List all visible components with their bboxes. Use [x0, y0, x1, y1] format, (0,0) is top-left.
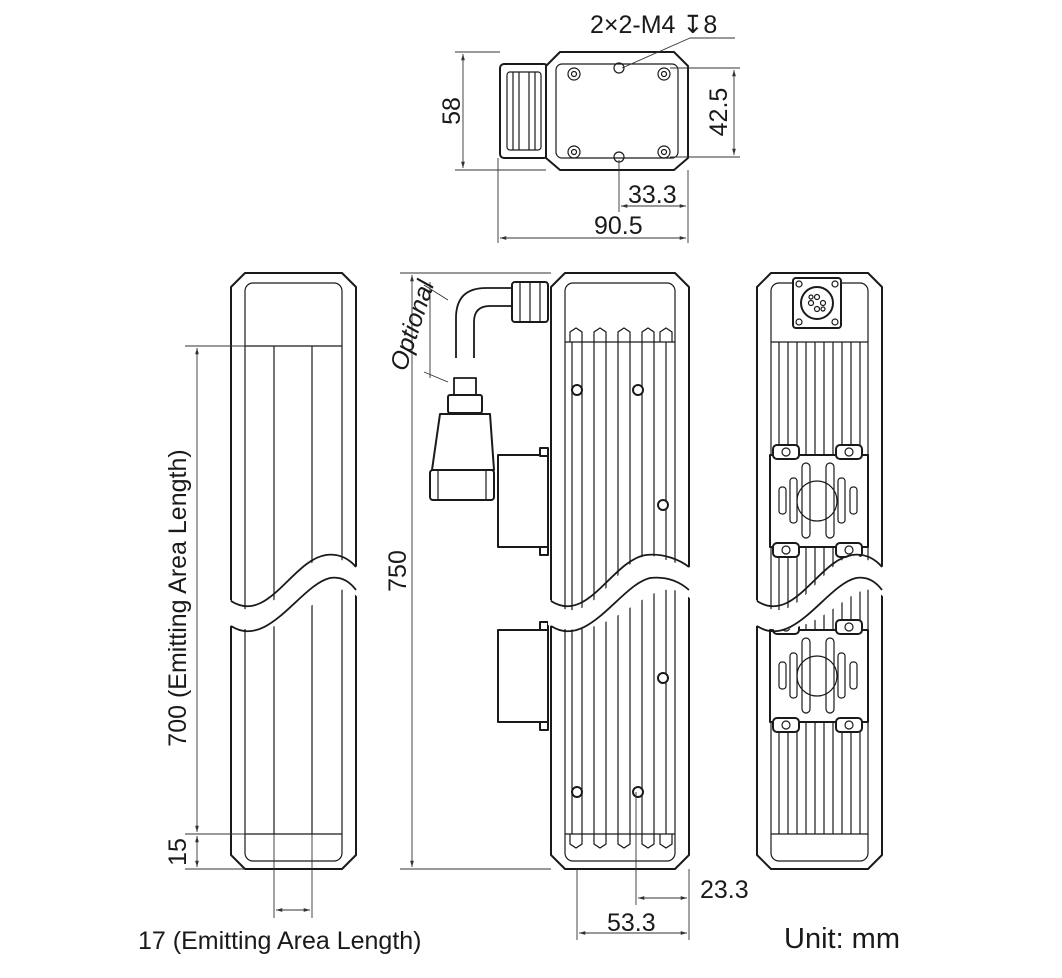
emitting-length-vertical-label: 700 (Emitting Area Length) [164, 449, 192, 746]
top-height-label: 58 [438, 97, 466, 125]
front-length-label: 750 [384, 550, 412, 592]
top-view [499, 51, 689, 171]
top-offset-label: 33.3 [628, 181, 677, 209]
top-hole-spacing-label: 42.5 [705, 88, 733, 137]
left-side-view [228, 272, 360, 870]
front-view [429, 272, 692, 870]
front-view-dimensions [400, 272, 690, 940]
optional-label: Optional [385, 276, 441, 375]
unit-label: Unit: mm [784, 923, 900, 955]
top-width-label: 90.5 [594, 212, 643, 240]
top-view-dimensions [455, 37, 740, 243]
left-view-dimensions [185, 345, 313, 918]
right-back-view [754, 272, 886, 870]
bottom-offset-label: 23.3 [700, 876, 749, 904]
end-margin-label: 15 [164, 838, 192, 866]
bottom-width-label: 53.3 [607, 909, 656, 937]
thread-callout-label: 2×2-M4 ↧8 [590, 11, 717, 39]
emitting-width-label: 17 (Emitting Area Length) [138, 927, 422, 955]
